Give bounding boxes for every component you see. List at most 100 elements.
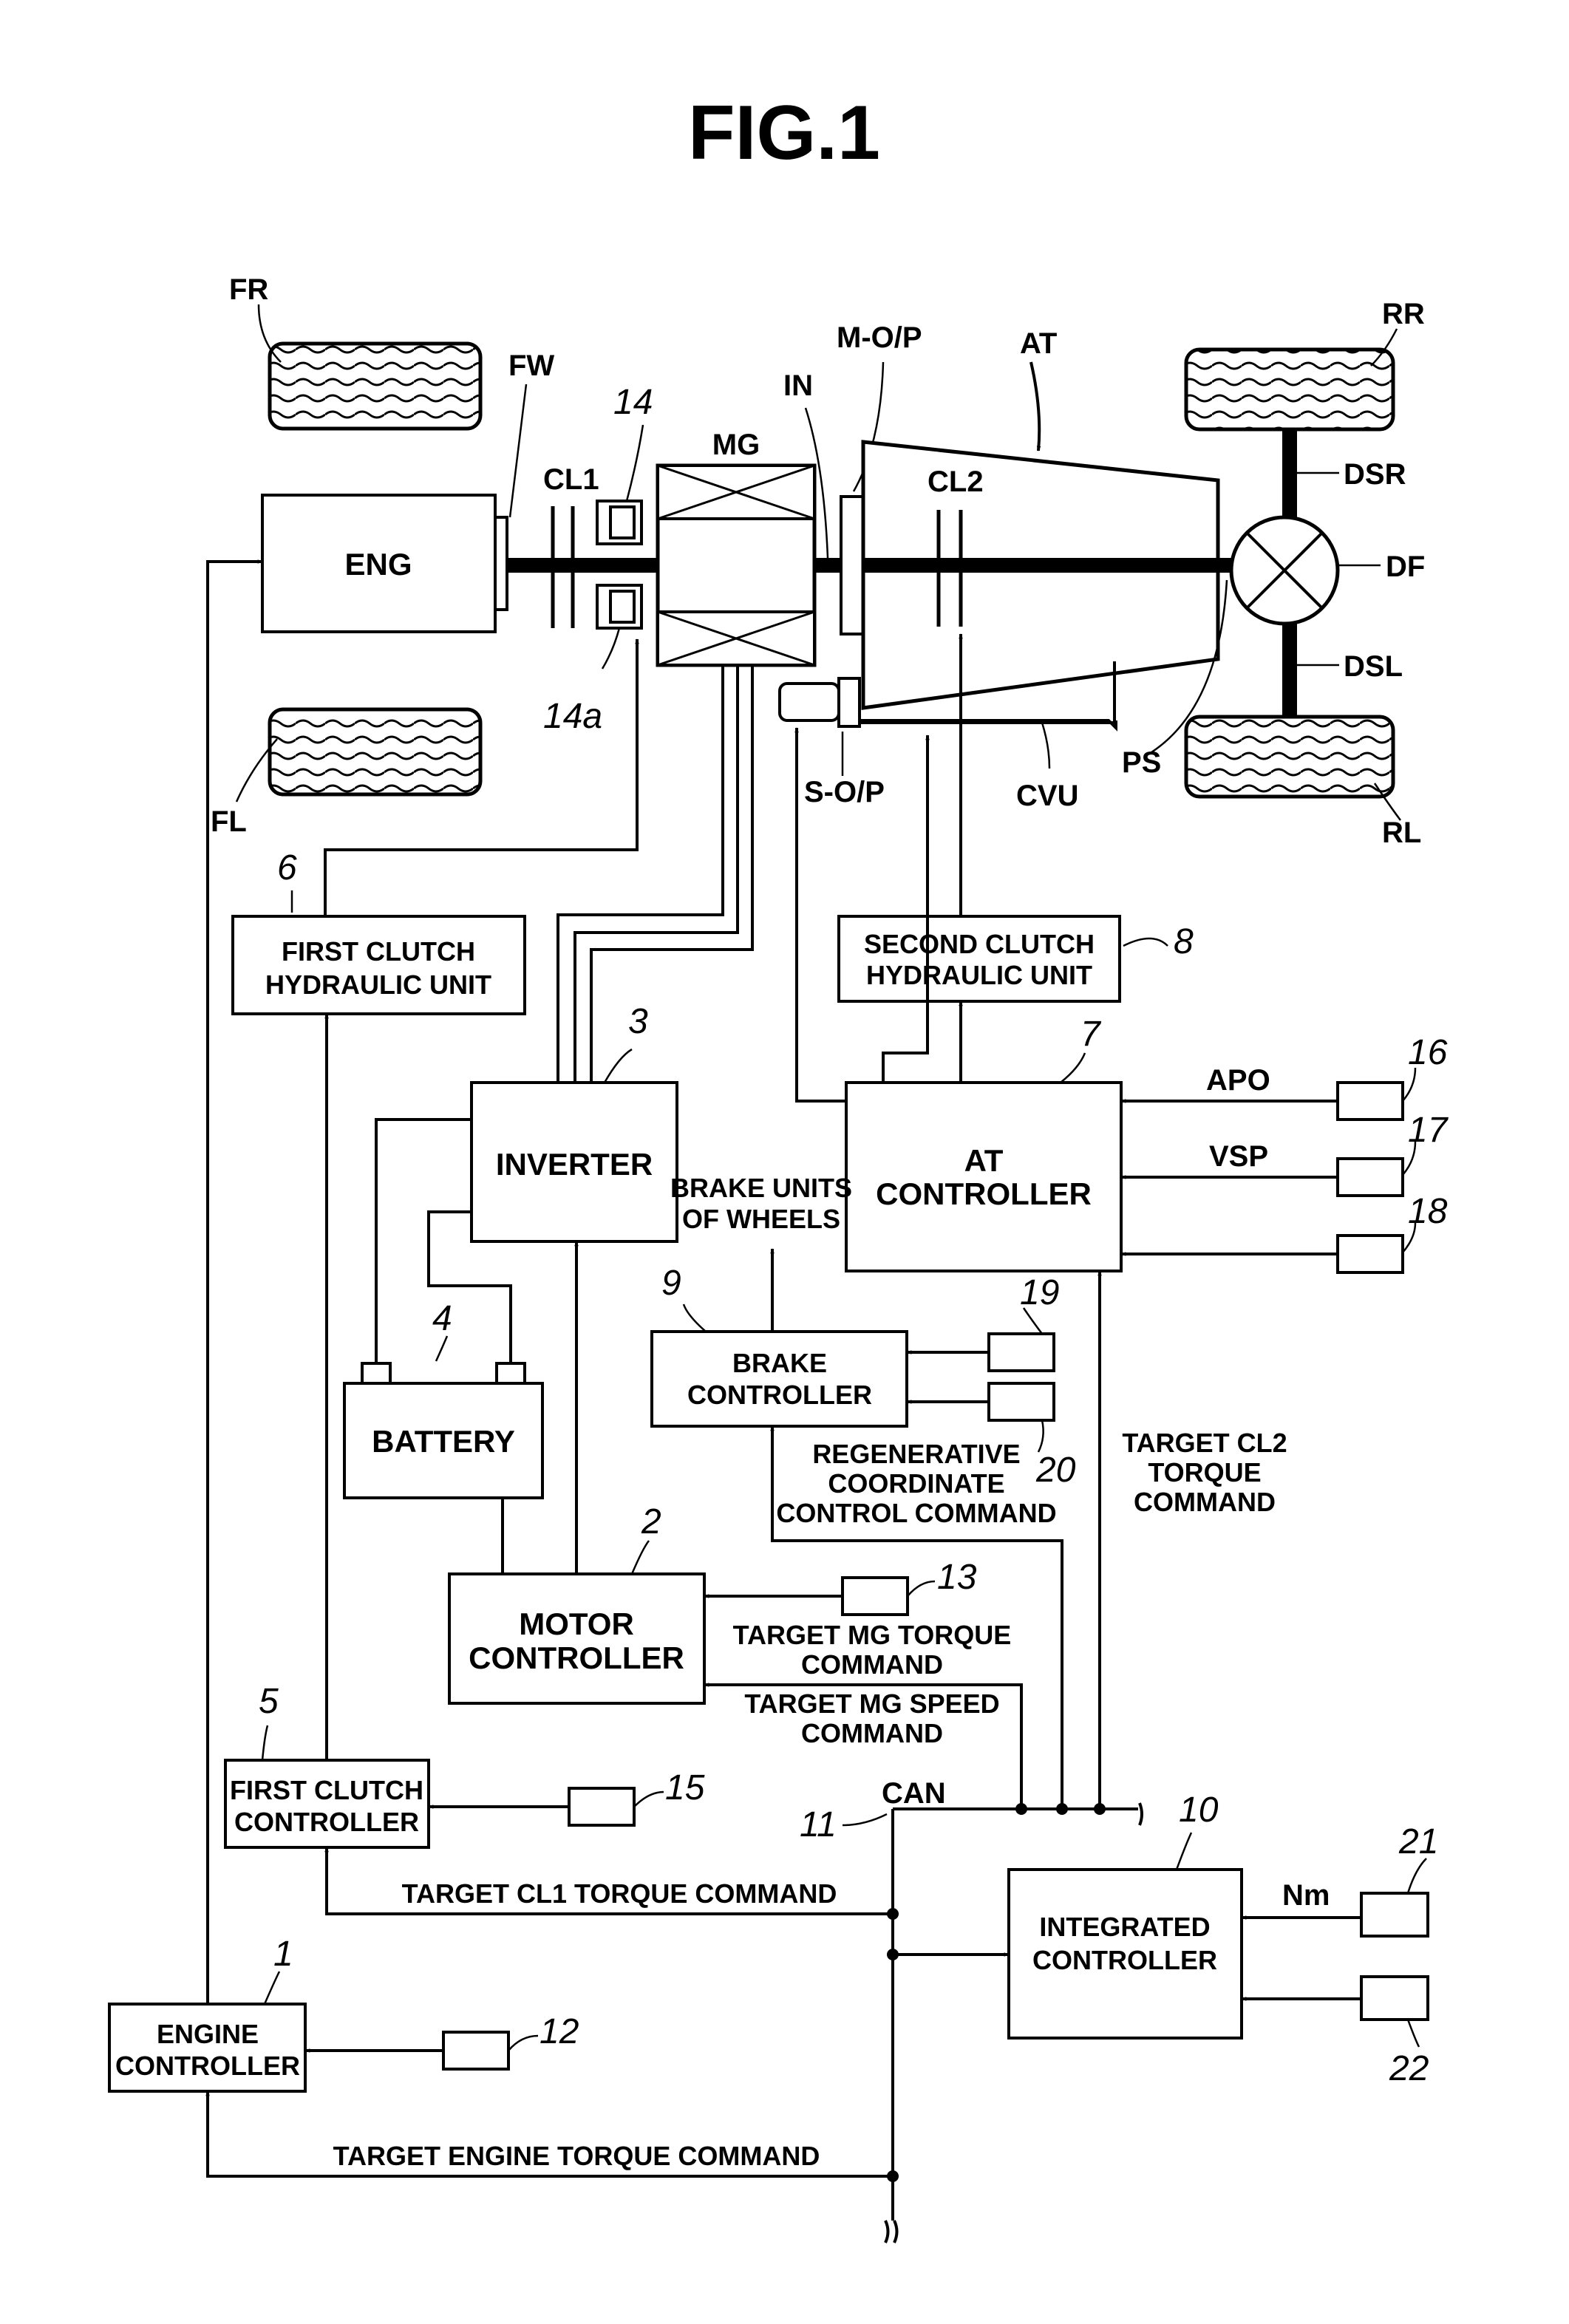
sensor-22 — [1361, 1977, 1428, 2020]
label-ps: PS — [1122, 746, 1161, 779]
svg-text:21: 21 — [1398, 1822, 1438, 1861]
label-regen-3: CONTROL COMMAND — [776, 1498, 1056, 1528]
svg-text:SECOND CLUTCH: SECOND CLUTCH — [864, 929, 1095, 959]
svg-text:17: 17 — [1408, 1111, 1449, 1150]
label-mg-speed-2: COMMAND — [801, 1718, 943, 1748]
svg-text:INVERTER: INVERTER — [496, 1147, 653, 1182]
label-dsr: DSR — [1344, 458, 1406, 491]
label-regen-2: COORDINATE — [828, 1468, 1004, 1499]
mechanical-oil-pump — [841, 497, 863, 634]
svg-text:FIRST CLUTCH: FIRST CLUTCH — [230, 1775, 423, 1805]
brake-controller-block — [652, 1332, 907, 1426]
rear-right-wheel — [1186, 350, 1393, 429]
flywheel — [495, 517, 507, 610]
label-engine-cmd: TARGET ENGINE TORQUE COMMAND — [333, 2141, 820, 2171]
num-3: 3 — [628, 1002, 648, 1041]
svg-text:16: 16 — [1408, 1033, 1448, 1072]
svg-text:ENGINE: ENGINE — [157, 2019, 259, 2049]
svg-text:22: 22 — [1389, 2049, 1429, 2088]
sensor-21 — [1361, 1893, 1428, 1936]
label-cl1-cmd: TARGET CL1 TORQUE COMMAND — [402, 1878, 837, 1909]
label-mg-torque-2: COMMAND — [801, 1649, 943, 1680]
svg-text:MOTOR: MOTOR — [519, 1606, 634, 1641]
num-14a: 14a — [543, 697, 602, 736]
svg-text:HYDRAULIC UNIT: HYDRAULIC UNIT — [265, 970, 491, 1000]
label-brake-units-2: OF WHEELS — [682, 1204, 840, 1234]
label-sop: S-O/P — [804, 776, 885, 808]
svg-text:BATTERY: BATTERY — [372, 1424, 515, 1459]
num-8: 8 — [1174, 922, 1194, 961]
label-cl1: CL1 — [543, 463, 599, 496]
sensor-19 — [989, 1334, 1054, 1371]
num-7: 7 — [1080, 1015, 1102, 1054]
num-11: 11 — [800, 1805, 837, 1844]
num-4: 4 — [432, 1299, 452, 1338]
label-dsl: DSL — [1344, 650, 1403, 683]
battery-terminal-a — [362, 1363, 390, 1383]
num-1: 1 — [273, 1935, 293, 1974]
label-regen-1: REGENERATIVE — [812, 1439, 1020, 1469]
label-cvu: CVU — [1016, 780, 1078, 812]
svg-text:18: 18 — [1408, 1192, 1448, 1231]
svg-text:CONTROLLER: CONTROLLER — [469, 1640, 684, 1675]
sub-oil-pump — [839, 678, 860, 726]
svg-text:HYDRAULIC UNIT: HYDRAULIC UNIT — [866, 960, 1092, 990]
svg-text:CONTROLLER: CONTROLLER — [115, 2051, 300, 2081]
svg-text:15: 15 — [665, 1768, 705, 1807]
label-in: IN — [783, 369, 813, 402]
num-5: 5 — [259, 1682, 279, 1721]
num-10: 10 — [1179, 1790, 1219, 1830]
label-mop: M-O/P — [837, 321, 922, 354]
num-14: 14 — [613, 383, 653, 422]
engine-label: ENG — [344, 547, 412, 582]
signal-vsp: VSP — [1209, 1140, 1268, 1173]
clutch-actuator-14a — [597, 585, 641, 628]
label-at: AT — [1020, 327, 1057, 360]
sensor-18 — [1338, 1236, 1403, 1272]
label-mg-torque-1: TARGET MG TORQUE — [733, 1620, 1012, 1650]
sub-oil-pump-motor — [780, 684, 839, 720]
label-rl: RL — [1382, 817, 1421, 849]
motor-generator — [658, 466, 814, 665]
svg-text:13: 13 — [937, 1558, 977, 1597]
label-cl2: CL2 — [928, 466, 984, 498]
label-fl: FL — [211, 805, 247, 838]
label-mg-speed-1: TARGET MG SPEED — [744, 1689, 999, 1719]
differential — [1231, 517, 1338, 624]
svg-text:INTEGRATED: INTEGRATED — [1039, 1912, 1210, 1942]
label-mg: MG — [712, 429, 760, 461]
front-right-wheel — [270, 344, 480, 429]
sensor-12 — [443, 2032, 508, 2069]
num-6: 6 — [277, 848, 297, 887]
automatic-transmission — [863, 442, 1218, 708]
label-cl2-cmd-1: TARGET CL2 — [1122, 1428, 1287, 1458]
battery-terminal-b — [497, 1363, 525, 1383]
svg-text:12: 12 — [540, 2012, 579, 2051]
label-can: CAN — [882, 1777, 946, 1810]
num-9: 9 — [661, 1264, 681, 1303]
label-brake-units-1: BRAKE UNITS — [670, 1173, 852, 1203]
label-fr: FR — [229, 273, 268, 306]
figure-title: FIG.1 — [688, 90, 880, 176]
svg-text:BRAKE: BRAKE — [732, 1348, 827, 1378]
label-cl2-cmd-2: TORQUE — [1148, 1457, 1261, 1488]
svg-text:20: 20 — [1035, 1451, 1076, 1490]
svg-text:CONTROLLER: CONTROLLER — [687, 1380, 872, 1410]
svg-text:CONTROLLER: CONTROLLER — [876, 1176, 1092, 1211]
sensor-15 — [569, 1788, 634, 1825]
svg-text:CONTROLLER: CONTROLLER — [234, 1807, 419, 1837]
sensor-20 — [989, 1383, 1054, 1420]
num-2: 2 — [641, 1502, 661, 1541]
front-left-wheel — [270, 709, 480, 794]
label-fw: FW — [508, 350, 554, 382]
signal-apo: APO — [1206, 1064, 1270, 1097]
label-df: DF — [1386, 551, 1425, 583]
svg-text:19: 19 — [1020, 1273, 1059, 1312]
sensor-13 — [843, 1578, 908, 1615]
label-cl2-cmd-3: COMMAND — [1134, 1487, 1276, 1517]
svg-text:CONTROLLER: CONTROLLER — [1032, 1945, 1217, 1975]
sensor-17 — [1338, 1159, 1403, 1196]
label-rr: RR — [1382, 298, 1425, 330]
svg-text:AT: AT — [964, 1143, 1004, 1178]
